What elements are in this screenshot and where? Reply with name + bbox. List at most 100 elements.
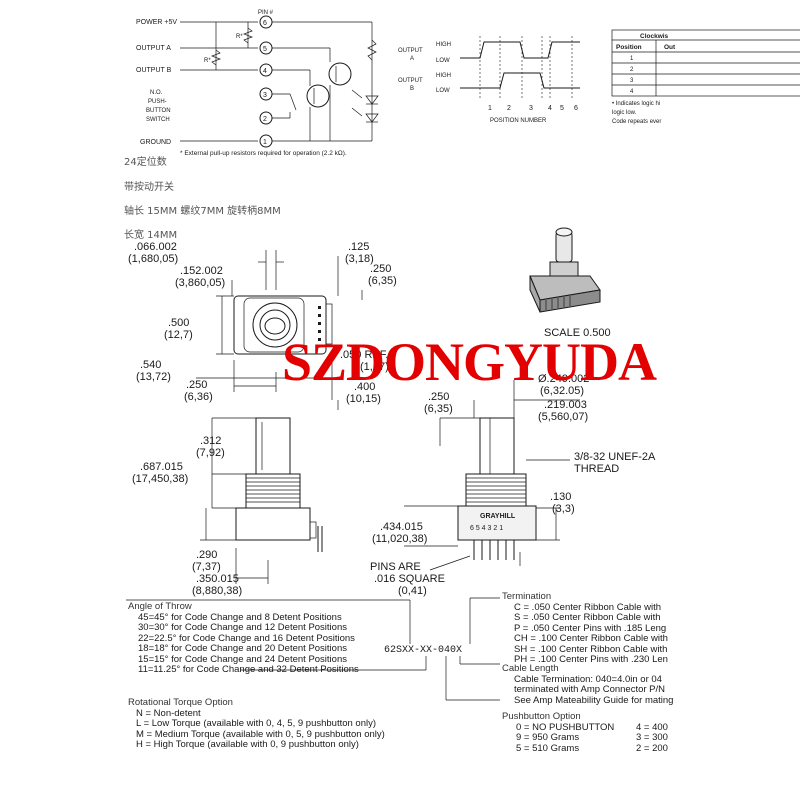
termination-item: PH = .100 Center Pins with .230 Len	[514, 654, 668, 665]
pushbutton-item: 5 = 510 Grams	[516, 742, 580, 754]
cable-length-section: Cable Length Cable Termination: 040=4.0i…	[502, 663, 674, 706]
top-dim-9: .400	[354, 381, 375, 393]
pin-dots	[318, 306, 321, 341]
pin-5: 5	[263, 46, 267, 53]
torque-item: L = Low Torque (available with 0, 4, 5, …	[136, 718, 377, 729]
side-dim-2: .687.015	[140, 461, 183, 473]
wave-output-a-2: A	[410, 56, 414, 62]
top-dim-7: .250	[186, 379, 207, 391]
position-2: 2	[507, 105, 511, 112]
spec-detent-count: 24定位数	[124, 157, 167, 168]
side-thread	[245, 473, 301, 509]
phototransistor-2	[306, 84, 330, 108]
front-dim-3: .219.003	[544, 399, 587, 411]
top-dim-5-metric: (12,7)	[164, 329, 193, 341]
rotational-torque-section: Rotational Torque Option N = Non-detent …	[128, 697, 385, 751]
angle-item: 30=30° for Code Change and 12 Detent Pos…	[138, 622, 347, 633]
part-number: 62SXX-XX-040X	[384, 645, 463, 656]
top-dim-7-metric: (6,36)	[184, 391, 213, 403]
pushbutton-item: 9 = 950 Grams	[516, 732, 580, 743]
front-dim-3-metric: (5,560,07)	[538, 411, 588, 423]
pin-2: 2	[263, 116, 267, 123]
front-marking-2: 6 5 4 3 2 1	[470, 525, 503, 532]
resistor-label-1: R*	[204, 58, 211, 64]
top-dim-2: .152.002	[180, 265, 223, 277]
position-5: 5	[560, 105, 564, 112]
front-pins	[473, 540, 515, 560]
termination-item: SH = .100 Center Ribbon Cable with	[514, 643, 668, 655]
position-1: 1	[488, 105, 492, 112]
spec-pushbutton: 带按动开关	[124, 182, 174, 193]
wave-high-a: HIGH	[436, 42, 451, 48]
termination-title: Termination	[502, 591, 552, 602]
front-dim-4-metric: (3,3)	[552, 503, 575, 515]
isometric-view: SCALE 0.500	[529, 227, 611, 339]
front-dim-4: .130	[550, 491, 571, 503]
truth-table-title: Clockwis	[640, 33, 669, 40]
side-dim-3-metric: (7,37)	[192, 561, 221, 573]
top-dim-3-metric: (3,18)	[345, 253, 374, 265]
front-dim-5-metric: (11,020,38)	[372, 533, 427, 545]
top-dim-9-metric: (10,15)	[346, 393, 381, 405]
wave-low-b: LOW	[436, 88, 450, 94]
ordering-code-lines	[126, 597, 500, 701]
top-dim-5: .500	[168, 317, 189, 329]
front-pins-1: PINS ARE	[370, 561, 421, 573]
pin-header: PIN #	[258, 10, 274, 16]
truth-table-header-output: Out	[664, 44, 676, 51]
label-output-a: OUTPUT A	[136, 45, 171, 52]
top-view-drawing: .066.002 (1,680,05) .152.002 (3,860,05) …	[128, 241, 397, 410]
wave-a-trace	[460, 41, 580, 59]
front-dim-2-metric: (6,32.05)	[540, 385, 584, 397]
top-dim-8: .050 REF.	[340, 349, 388, 361]
pin-6: 6	[263, 20, 267, 27]
wave-output-a-1: OUTPUT	[398, 48, 423, 54]
front-thread-word: THREAD	[574, 463, 619, 475]
watermark: SZDONGYUDA	[282, 332, 657, 392]
position-3: 3	[529, 105, 533, 112]
spec-shaft-dimensions: 轴长 15MM 螺纹7MM 旋转柄8MM	[124, 206, 281, 217]
pushbutton-section: Pushbutton Option 0 = NO PUSHBUTTON 9 = …	[502, 711, 668, 754]
side-shaft	[255, 417, 291, 475]
label-output-b: OUTPUT B	[136, 67, 172, 74]
termination-item: CH = .100 Center Ribbon Cable with	[514, 633, 668, 644]
truth-table: Clockwis Position Out 1 2 3 4 • Indicate…	[611, 29, 800, 125]
torque-item: M = Medium Torque (available with 0, 5, …	[136, 728, 385, 740]
cable-length-item: See Amp Mateability Guide for mating	[514, 694, 674, 706]
termination-item: P = .050 Center Pins with .185 Leng	[514, 622, 667, 634]
front-view-drawing: GRAYHILL 6 5 4 3 2 1 .250 (6,35) Ø.249.0…	[370, 373, 656, 597]
side-body	[235, 507, 311, 541]
side-dim-1: .312	[200, 435, 221, 447]
label-switch-4: SWITCH	[146, 117, 170, 123]
side-dim-4: .350.015	[196, 573, 239, 585]
truth-row-2: 2	[630, 67, 634, 73]
truth-row-1: 1	[630, 56, 634, 62]
torque-item: N = Non-detent	[136, 707, 201, 719]
side-dim-2-metric: (17,450,38)	[132, 473, 188, 485]
truth-note-2: logic low.	[612, 110, 637, 116]
position-6: 6	[574, 105, 578, 112]
phototransistor-1	[328, 62, 352, 86]
top-dim-4: .250	[370, 263, 391, 275]
angle-of-throw-title: Angle of Throw	[128, 601, 192, 612]
wave-b-trace	[460, 72, 580, 89]
top-dim-8-metric: (1,27)	[360, 361, 389, 373]
rotational-torque-title: Rotational Torque Option	[128, 697, 233, 708]
pushbutton-item: 4 = 400	[636, 721, 668, 733]
label-power: POWER +5V	[136, 19, 177, 26]
label-ground: GROUND	[140, 139, 171, 146]
front-dim-1: .250	[428, 391, 449, 403]
pin-1: 1	[263, 139, 267, 146]
wave-high-b: HIGH	[436, 73, 451, 79]
termination-section: Termination C = .050 Center Ribbon Cable…	[502, 591, 668, 666]
wave-low-a: LOW	[436, 58, 450, 64]
top-dim-1: .066.002	[134, 241, 177, 253]
truth-row-3: 3	[630, 78, 634, 84]
label-switch-3: BUTTON	[146, 108, 171, 114]
side-view-drawing: .312 (7,92) .687.015 (17,450,38) .290 (7…	[132, 417, 323, 597]
pushbutton-item: 0 = NO PUSHBUTTON	[516, 721, 615, 733]
label-switch-2: PUSH-	[148, 99, 167, 105]
scale-label: SCALE 0.500	[544, 327, 611, 339]
truth-note-1: • Indicates logic hi	[612, 101, 660, 107]
